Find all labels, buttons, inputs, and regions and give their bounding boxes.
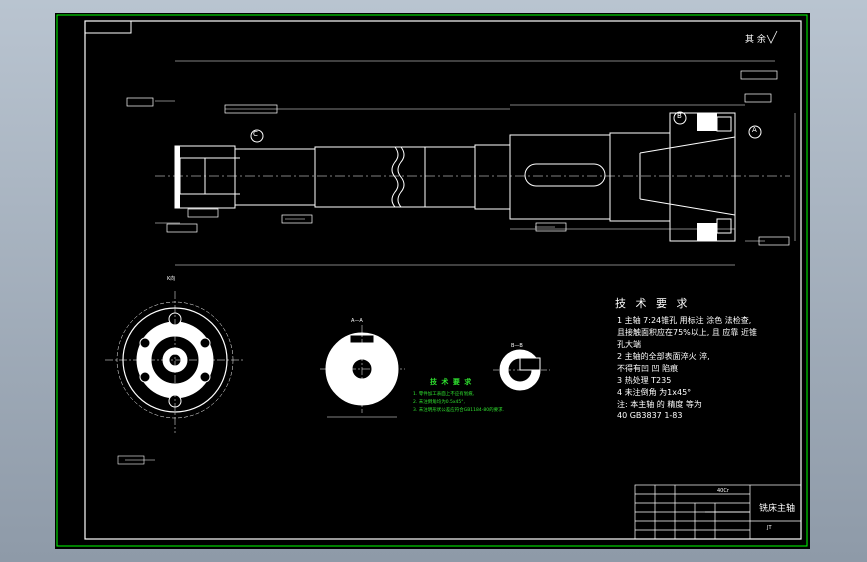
shaft-hatching <box>175 113 732 241</box>
title-block-part-name: 铣床主轴 <box>759 504 796 514</box>
roughness-note: 其 余 <box>745 35 766 45</box>
flange-end-view <box>105 291 245 465</box>
section-bb-label: B—B <box>511 343 523 349</box>
tech-req-line-2: 且接触面积应在75%以上, 且 应靠 近锥 <box>617 328 757 337</box>
datum-label-c: C <box>253 130 258 138</box>
datum-circle-c <box>250 129 264 143</box>
outer-green-border <box>56 14 808 547</box>
green-notes-title: 技 术 要 求 <box>430 378 473 386</box>
tech-req-line-8: 注: 本主轴 的 精度 等为 <box>617 400 702 409</box>
drawing-canvas: 其 余 C B A K向 A—A B—B 技 术 要 求 1 主轴 7:24锥孔… <box>55 13 810 549</box>
section-b-b <box>493 349 550 391</box>
green-note-1: 1. 零件加工表面上不应有划痕, <box>413 392 475 397</box>
datum-circle-a <box>748 125 762 139</box>
roughness-symbol <box>766 30 778 44</box>
title-block-material: 40Cr <box>717 488 729 494</box>
tech-req-line-9: 40 GB3837 1-83 <box>617 411 683 420</box>
section-aa-label: A—A <box>351 318 363 324</box>
tolerance-frames <box>126 70 790 246</box>
inner-frame <box>84 20 802 540</box>
title-block <box>634 484 802 540</box>
title-block-sheet: JT <box>767 525 772 531</box>
datum-circle-b <box>673 111 687 125</box>
section-a-a <box>320 325 405 418</box>
tech-req-line-3: 孔大端 <box>617 340 641 349</box>
datum-label-a: A <box>752 126 757 134</box>
green-note-2: 2. 未注倒角均为0.5x45°, <box>413 400 465 405</box>
tech-req-line-6: 3 热处理 T235 <box>617 376 672 385</box>
code-box <box>84 21 132 34</box>
green-note-3: 3. 未注明形状公差应符合GB1184-80的要求. <box>413 408 505 413</box>
view-k-label: K向 <box>167 276 176 282</box>
tech-req-line-1: 1 主轴 7:24锥孔 用标注 涂色 法检查, <box>617 316 752 325</box>
tech-req-title: 技 术 要 求 <box>615 297 691 310</box>
datum-label-b: B <box>677 112 682 120</box>
engineering-drawing <box>56 14 808 547</box>
tech-req-line-5: 不得有凹 凹 陷痕 <box>617 364 679 373</box>
tech-req-line-7: 4 未注倒角 为1x45° <box>617 388 692 397</box>
tech-req-line-4: 2 主轴的全部表面淬火 淬, <box>617 352 710 361</box>
